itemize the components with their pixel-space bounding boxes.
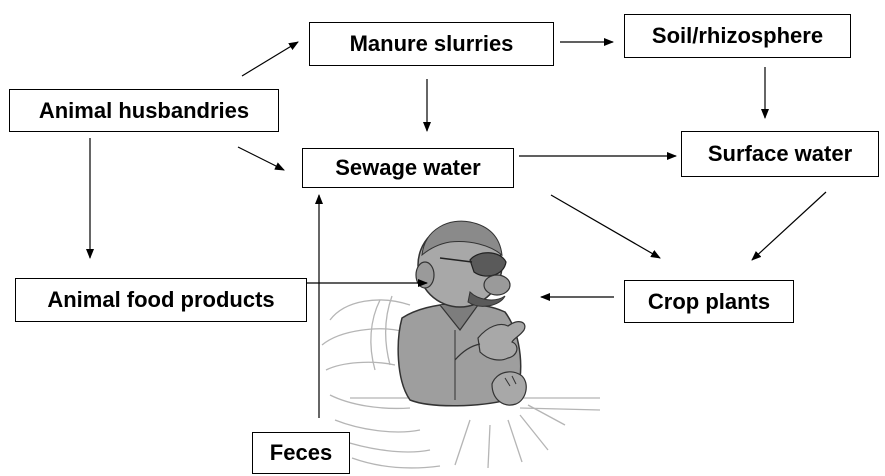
node-animal-food-products: Animal food products (15, 278, 307, 322)
node-sewage-water: Sewage water (302, 148, 514, 188)
edge-sewage-to-crop (551, 195, 660, 258)
edge-surface-to-crop (752, 192, 826, 260)
edge-husbandries-to-sewage (238, 147, 284, 170)
node-animal-husbandries: Animal husbandries (9, 89, 279, 132)
edge-husbandries-to-manure (242, 42, 298, 76)
figure-fist (492, 372, 526, 405)
node-soil-rhizosphere: Soil/rhizosphere (624, 14, 851, 58)
node-manure-slurries: Manure slurries (309, 22, 554, 66)
node-crop-plants: Crop plants (624, 280, 794, 323)
node-surface-water: Surface water (681, 131, 879, 177)
node-feces: Feces (252, 432, 350, 474)
human-figure-illustration (322, 221, 600, 468)
